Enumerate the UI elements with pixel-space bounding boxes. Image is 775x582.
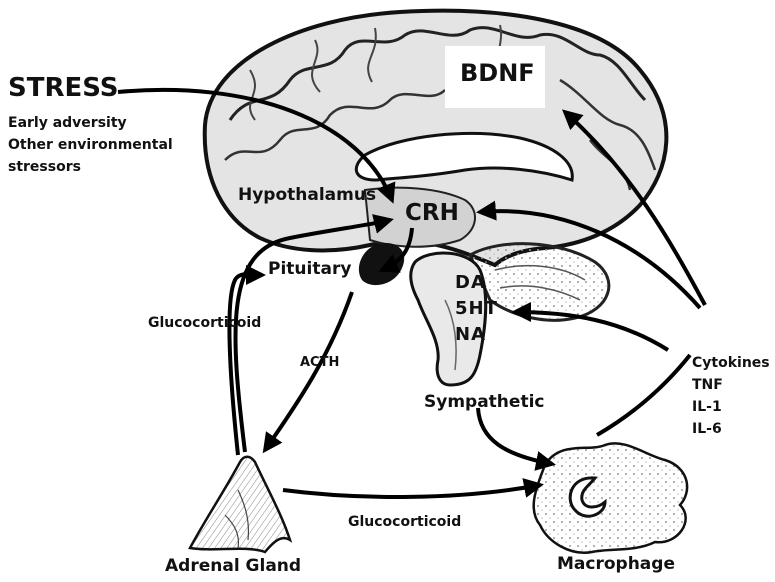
cytokine-item: TNF [692,374,770,396]
glucocorticoid-feedback-label: Glucocorticoid [148,315,261,331]
bdnf-label: BDNF [460,60,535,88]
adrenal-gland-label: Adrenal Gland [165,557,301,577]
neurotransmitter-item: 5HT [455,296,498,322]
adrenal-gland-illustration [190,457,290,552]
neurotransmitter-item: NA [455,322,498,348]
acth-label: ACTH [300,356,339,371]
macrophage-illustration [534,443,687,552]
cytokine-item: IL-6 [692,418,770,440]
crh-label: CRH [405,200,459,226]
stress-label: STRESS [8,74,119,104]
stress-source-item: Early adversity [8,112,173,134]
hypothalamus-label: Hypothalamus [238,186,376,206]
sympathetic-label: Sympathetic [424,393,544,413]
macrophage-label: Macrophage [557,555,675,575]
neurotransmitter-item: DA [455,270,498,296]
cytokine-item: IL-1 [692,396,770,418]
arrow-macrophage-to-cytokines [597,355,690,435]
neurotransmitter-list: DA 5HT NA [455,270,498,348]
glucocorticoid-macrophage-label: Glucocorticoid [348,514,461,530]
pituitary-label: Pituitary [268,260,351,280]
arrow-sympathetic-to-macrophage [478,408,552,464]
cytokine-item: Cytokines [692,352,770,374]
stress-source-item: stressors [8,156,173,178]
arrow-adrenal-to-macrophage [283,485,540,497]
cytokines-list: Cytokines TNF IL-1 IL-6 [692,352,770,440]
stress-sources-list: Early adversity Other environmental stre… [8,112,173,178]
arrow-acth-to-adrenal [265,292,352,450]
stress-source-item: Other environmental [8,134,173,156]
